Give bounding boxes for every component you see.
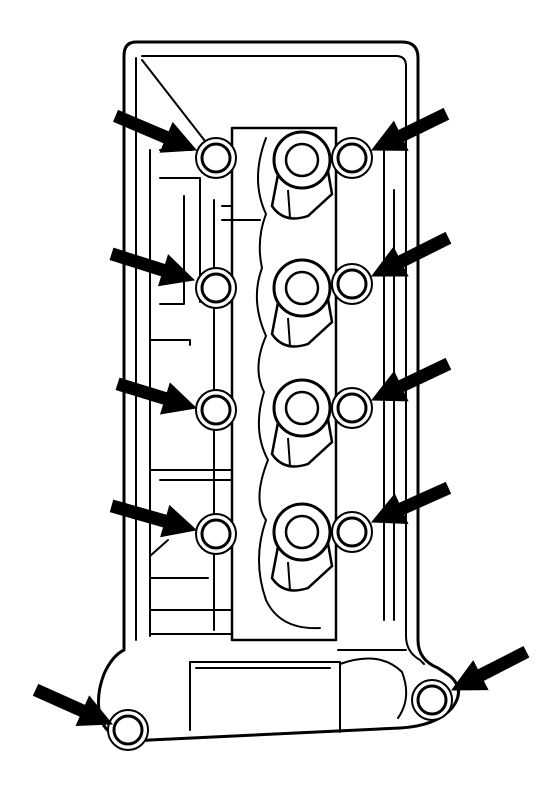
ignition-coil-1 [270,130,334,220]
cover-inner-line [141,55,425,665]
bolt-icon [195,137,237,179]
bolt-icon [195,267,237,309]
arrow-icon [370,357,452,402]
ignition-coil-2 [270,258,334,348]
bolt-icon [107,709,149,751]
bolt-icon [331,137,373,179]
arrow-icon [370,107,450,151]
arrow-icon [370,481,452,525]
arrow-icon [32,683,114,727]
arrow-icon [113,109,198,153]
arrow-icon [115,377,198,415]
bolt-icon [195,513,237,555]
coil-housing-outline [255,137,321,630]
ignition-coil-3 [270,378,334,468]
bolt-icon [331,511,373,553]
arrow-icon [451,646,530,691]
bolt-icon [195,389,237,431]
arrow-icon [109,247,196,287]
bolt-icon [411,679,453,721]
lower-pad [189,649,408,733]
cover-outline [97,40,460,743]
ignition-coil-4 [270,502,334,592]
arrow-icon [370,231,452,277]
bolt-icon [331,387,373,429]
cover-diagonal-rib [141,59,213,151]
arrow-icon [109,499,198,538]
bolt-icon [331,263,373,305]
